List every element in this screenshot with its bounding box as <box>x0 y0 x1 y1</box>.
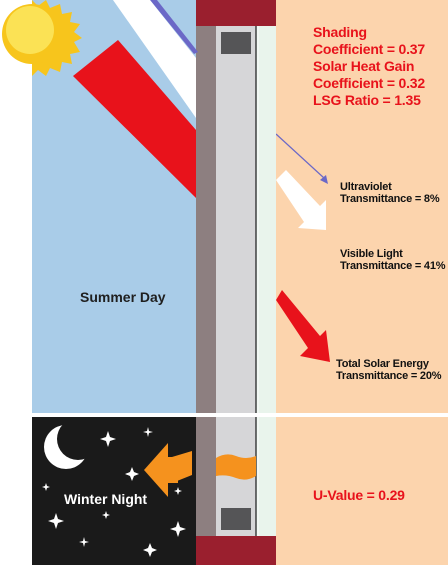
shading-line-1: Shading <box>313 24 367 40</box>
sun-icon <box>2 0 82 76</box>
summer-illustration <box>2 0 198 198</box>
heat-arrow-glass-segment <box>216 454 256 480</box>
star-icon <box>170 521 186 537</box>
solar-energy-ray-icon <box>73 40 196 198</box>
visible-light-label: Visible Light Transmittance = 41% <box>340 248 446 272</box>
ultraviolet-line-1: Ultraviolet <box>340 181 392 193</box>
visible-light-ray-icon <box>113 0 196 118</box>
star-icon <box>143 427 153 437</box>
shading-line-2: Coefficient = 0.37 <box>313 41 425 57</box>
u-value-label: U-Value = 0.29 <box>313 487 405 503</box>
interior-rays <box>276 133 330 362</box>
visible-line-1: Visible Light <box>340 248 403 260</box>
star-icon <box>143 543 157 557</box>
heat-arrow-icon <box>144 443 192 497</box>
winter-night-label: Winter Night <box>64 491 148 507</box>
shading-line-5: LSG Ratio = 1.35 <box>313 92 421 108</box>
star-icon <box>100 431 116 447</box>
winter-illustration <box>42 418 192 557</box>
total-solar-line-2: Transmittance = 20% <box>336 370 442 382</box>
shading-line-3: Solar Heat Gain <box>313 58 415 74</box>
interior-bottom-panel <box>276 417 448 565</box>
total-solar-label: Total Solar Energy Transmittance = 20% <box>336 358 442 382</box>
ultraviolet-label: Ultraviolet Transmittance = 8% <box>340 181 440 205</box>
star-icon <box>42 483 50 491</box>
star-icon <box>125 467 139 481</box>
visible-line-2: Transmittance = 41% <box>340 260 446 272</box>
moon-icon <box>44 418 99 469</box>
shading-coefficient-label: Shading Coefficient = 0.37 Solar Heat Ga… <box>313 24 425 109</box>
shading-line-4: Coefficient = 0.32 <box>313 75 425 91</box>
star-icon <box>102 511 110 519</box>
star-icon <box>174 487 182 495</box>
ultraviolet-line-2: Transmittance = 8% <box>340 193 440 205</box>
window-section <box>196 0 276 565</box>
section-divider <box>0 413 448 417</box>
total-solar-line-1: Total Solar Energy <box>336 358 429 370</box>
summer-day-label: Summer Day <box>80 289 166 305</box>
ultraviolet-ray-icon <box>150 0 198 54</box>
star-icon <box>79 537 89 547</box>
star-icon <box>48 513 64 529</box>
